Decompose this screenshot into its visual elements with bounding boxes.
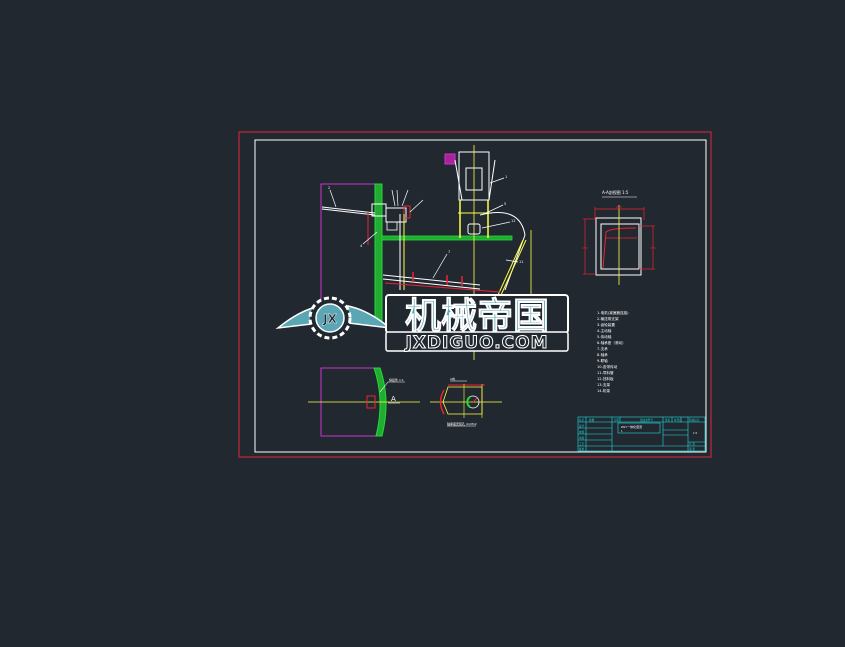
title-block [577, 416, 706, 452]
discharge-chute [479, 212, 526, 291]
title-block-text: 标记 处数 分区 更改文件号 签名 年月日 设计 校核 审核 工艺 批准 ZGY… [579, 418, 700, 451]
inner-frame [254, 139, 707, 453]
part-item: 2-输送带支架 [597, 316, 619, 321]
part-item: 13-支架 [597, 382, 610, 387]
callout-4: 4 [360, 244, 363, 248]
tb-header: 处数 [589, 418, 595, 422]
tb-row-label: 设计 [579, 424, 585, 428]
drawing-name-box [617, 422, 661, 434]
detail-note: 焊接件 1:1 [389, 377, 404, 382]
small-part [386, 221, 398, 231]
callout-1: 1 [505, 175, 507, 179]
tb-header: 更改文件号 [640, 418, 653, 422]
tb-row-label: 审核 [579, 436, 585, 440]
detail-red-part [366, 395, 376, 409]
tb-header: 年月日 [674, 418, 682, 422]
logo-letters: JX [322, 312, 337, 326]
red-arc [439, 389, 445, 415]
part-item: 3-齿轮装置 [597, 322, 615, 327]
detail-view-left: 焊接件 1:1 A [308, 367, 420, 437]
detail-green-arc [373, 367, 387, 437]
watermark-domain-bg [385, 331, 569, 352]
tb-row-label: 工艺 [579, 442, 585, 446]
part-item: 8-轴承 [597, 352, 608, 357]
conveyor-line [321, 208, 376, 216]
frame-column-green [374, 183, 383, 325]
tb-row-label: 校核 [579, 430, 585, 434]
lower-conveyor [382, 274, 481, 286]
frame-beam-green [381, 235, 513, 241]
callout-numbers: 2 4 1 5 12 11 7 [328, 175, 523, 264]
dim-label-left: 250 [582, 246, 588, 250]
dim-label-top: 250 [616, 205, 622, 209]
callout-2: 2 [328, 186, 330, 190]
motor-side [488, 159, 496, 201]
chute-line [500, 239, 527, 296]
callout-11: 11 [519, 260, 523, 264]
drawing-sub-label: 1 [621, 429, 623, 433]
part-item: 14-机架 [597, 388, 610, 393]
sheet-number: 第 张 [689, 447, 695, 451]
tb-right-cell: 阶段标记 [689, 418, 700, 422]
part-item: 6-轴承座（滚动） [597, 340, 626, 345]
lower-conveyor-red [384, 282, 501, 293]
callout-5: 5 [504, 202, 506, 206]
section-profile [602, 227, 637, 269]
part-item: 7-支承 [597, 346, 608, 351]
leader [379, 381, 389, 393]
detail-note: 轴承座安装孔 4×M12 [447, 421, 477, 426]
callout-7: 7 [448, 250, 450, 254]
detail-view-right: A向 轴承座安装孔 4×M12 [430, 376, 502, 427]
drawing-name: ZGY一体化装置 [621, 424, 642, 429]
lower-conveyor [382, 278, 481, 290]
drawing-sheet [238, 131, 712, 458]
dim-label-right: 250 [650, 246, 656, 250]
tb-header: 分区 [614, 418, 620, 422]
part-item: 1-电机(减速器连接) [597, 310, 629, 315]
part-item: 12-挡料板 [597, 376, 614, 381]
callout-12: 12 [511, 219, 515, 223]
part-item: 4-主动轴 [597, 328, 612, 333]
motor-side [454, 159, 463, 201]
scale-value: 1:5 [693, 431, 698, 435]
bearing-seat [442, 386, 483, 415]
parts-list: 1-电机(减速器连接) 2-输送带支架 3-齿轮装置 4-主动轴 5-传动轴 6… [597, 310, 629, 393]
bearing-block [385, 207, 407, 223]
section-outer-box [595, 217, 642, 276]
gear-inner-ring [315, 303, 345, 333]
tb-row-label: 批准 [579, 447, 585, 451]
radius-mark [472, 397, 478, 403]
section-inner-box [600, 223, 640, 270]
watermark-domain: JXDIGUO.COM [404, 333, 548, 353]
part-item: 5-传动轴 [597, 334, 612, 339]
detail-label-a: A [391, 395, 396, 403]
section-title: A-A剖视图 1:5 [602, 189, 629, 195]
motor-flange-magenta [444, 153, 456, 165]
leader-lines [329, 177, 519, 279]
sheet-count: 共 张 [689, 442, 695, 446]
part-item: 9-联轴 [597, 358, 608, 363]
watermark: JX 机械帝国 JXDIGUO.COM [275, 294, 569, 354]
section-view-aa: A-A剖视图 1:5 250 250 250 [582, 189, 656, 285]
part-item: 11-导料管 [597, 370, 614, 375]
part-item: 10-皮带传动 [597, 364, 618, 369]
chute-line [497, 239, 524, 296]
tb-header: 标记 [579, 418, 585, 422]
watermark-title: 机械帝国 [405, 296, 549, 337]
green-arc [466, 396, 471, 408]
detail-note: A向 [450, 376, 455, 381]
tb-header: 签名 [665, 418, 671, 422]
outer-frame [238, 131, 712, 458]
conveyor-line [321, 206, 376, 214]
coupling [467, 223, 481, 235]
